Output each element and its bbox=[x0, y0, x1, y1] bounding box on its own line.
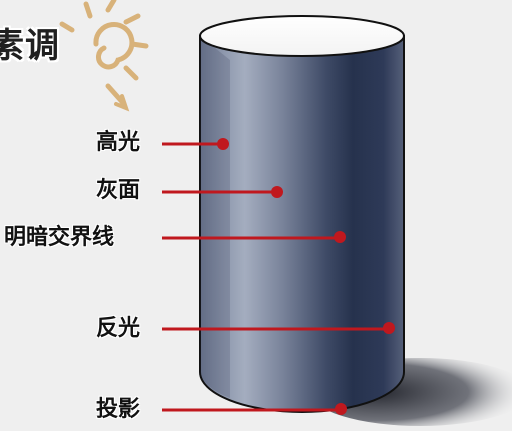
label-highlight: 高光 bbox=[96, 130, 141, 155]
pointer-terminator bbox=[162, 231, 346, 243]
sun-icon bbox=[59, 0, 149, 112]
label-reflected-light: 反光 bbox=[96, 316, 141, 341]
label-cast-shadow: 投影 bbox=[96, 397, 141, 422]
pointer-gray bbox=[162, 186, 283, 198]
pointer-shadow bbox=[162, 403, 347, 415]
page-title: 素调 bbox=[0, 26, 60, 66]
label-terminator: 明暗交界线 bbox=[4, 225, 115, 250]
label-gray-surface: 灰面 bbox=[96, 178, 141, 203]
pointer-highlight bbox=[162, 138, 229, 150]
pointer-reflected bbox=[162, 322, 395, 334]
cylinder-top bbox=[199, 15, 405, 57]
cylinder-body bbox=[199, 35, 405, 413]
